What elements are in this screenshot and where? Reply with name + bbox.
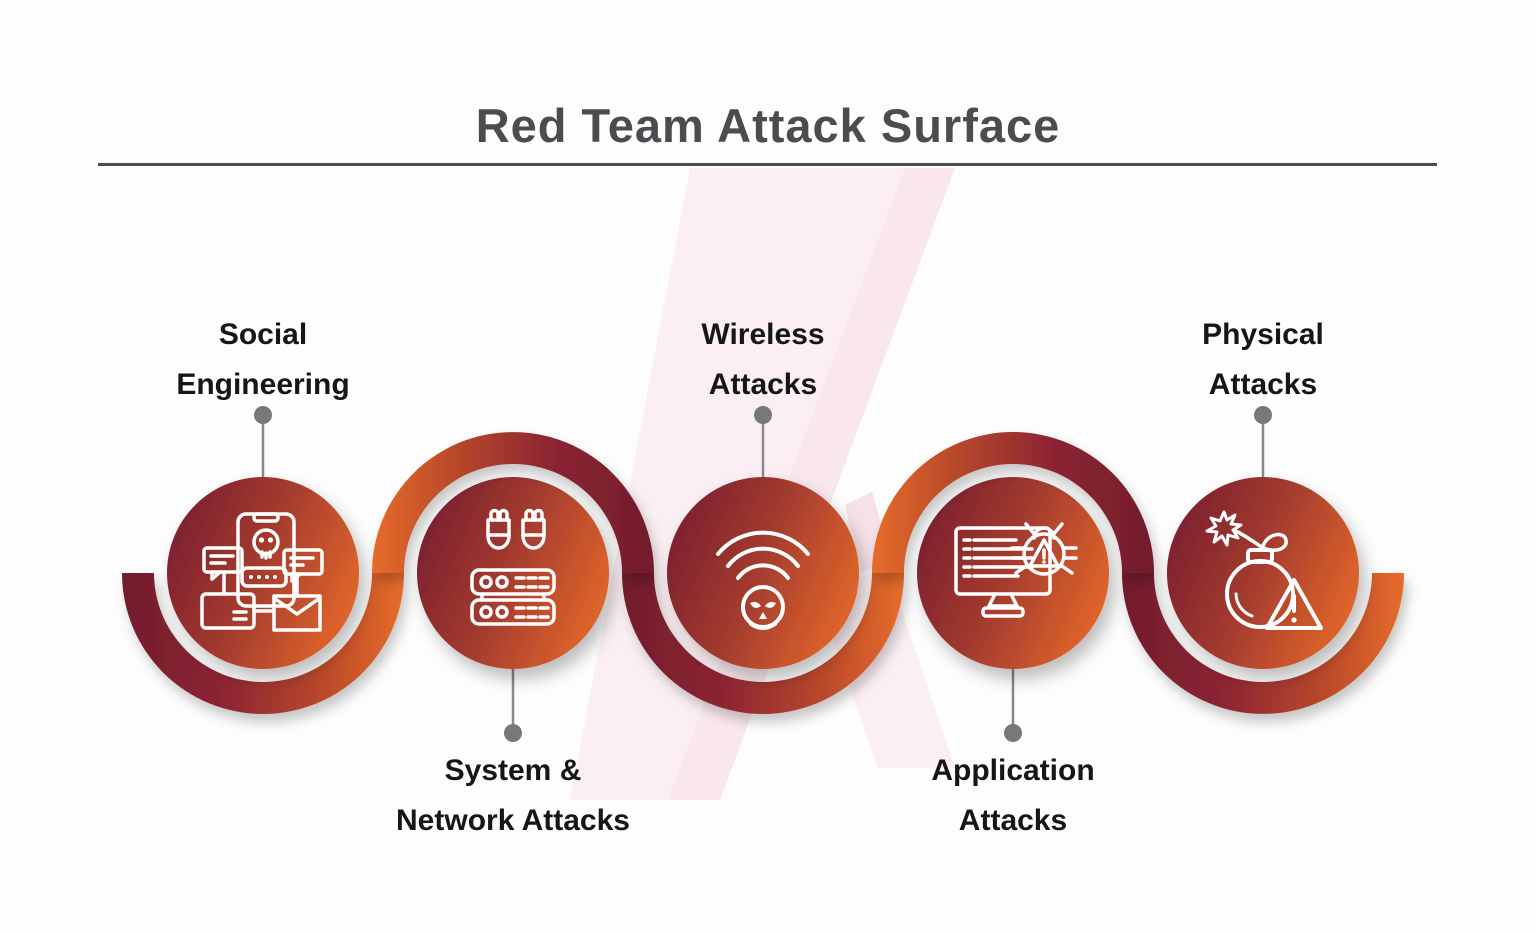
label-line: Physical <box>1202 318 1324 351</box>
node-circle-physical <box>1167 477 1359 669</box>
connector-dot <box>1254 406 1272 424</box>
node-label-system-network-attacks: System & Network Attacks <box>333 746 693 846</box>
title-divider-line <box>98 163 1437 166</box>
monitor-bug-icon <box>954 522 1078 618</box>
wifi-skull-icon <box>716 530 810 630</box>
connector-dot <box>254 406 272 424</box>
ribbon-arc <box>1122 573 1404 714</box>
label-line: Attacks <box>958 804 1068 837</box>
label-line: System & <box>444 754 582 787</box>
node-label-application-attacks: Application Attacks <box>833 746 1193 846</box>
warning-triangle <box>1265 578 1323 630</box>
node-circle-wireless <box>667 477 859 669</box>
label-line: Social <box>218 318 308 351</box>
node-circles <box>167 477 1359 669</box>
label-line: Attacks <box>708 368 818 401</box>
bug-glyph <box>1010 522 1078 576</box>
label-line: Engineering <box>176 368 350 401</box>
connector-dot <box>504 724 522 742</box>
node-circle-social-engineering <box>167 477 359 669</box>
ribbon-arc <box>622 573 904 714</box>
label-line: Attacks <box>1208 368 1318 401</box>
node-label-physical-attacks: Physical Attacks <box>1083 310 1443 410</box>
node-circle-application <box>917 477 1109 669</box>
connector-dots <box>254 406 1272 742</box>
connector-dot <box>754 406 772 424</box>
node-label-wireless-attacks: Wireless Attacks <box>583 310 943 410</box>
phone-skull-phishing-icon <box>200 512 324 632</box>
ribbon-arc <box>372 432 654 573</box>
server-bombs-icon <box>470 508 556 626</box>
label-line: Application <box>931 754 1095 787</box>
connector-lines <box>261 415 1265 733</box>
ribbon-arc <box>122 573 404 714</box>
node-circle-system-network <box>417 477 609 669</box>
label-line: Network Attacks <box>396 804 630 837</box>
page-title: Red Team Attack Surface <box>475 99 1061 152</box>
bomb-warning-icon <box>1205 510 1323 630</box>
ribbon-wave-crests <box>372 432 1154 573</box>
label-line: Wireless <box>701 318 825 351</box>
node-label-social-engineering: Social Engineering <box>83 310 443 410</box>
ribbon-arc <box>872 432 1154 573</box>
ribbon-wave-troughs <box>122 573 1404 714</box>
bomb-left <box>486 508 511 550</box>
connector-dot <box>1004 724 1022 742</box>
bomb-right <box>521 508 546 550</box>
